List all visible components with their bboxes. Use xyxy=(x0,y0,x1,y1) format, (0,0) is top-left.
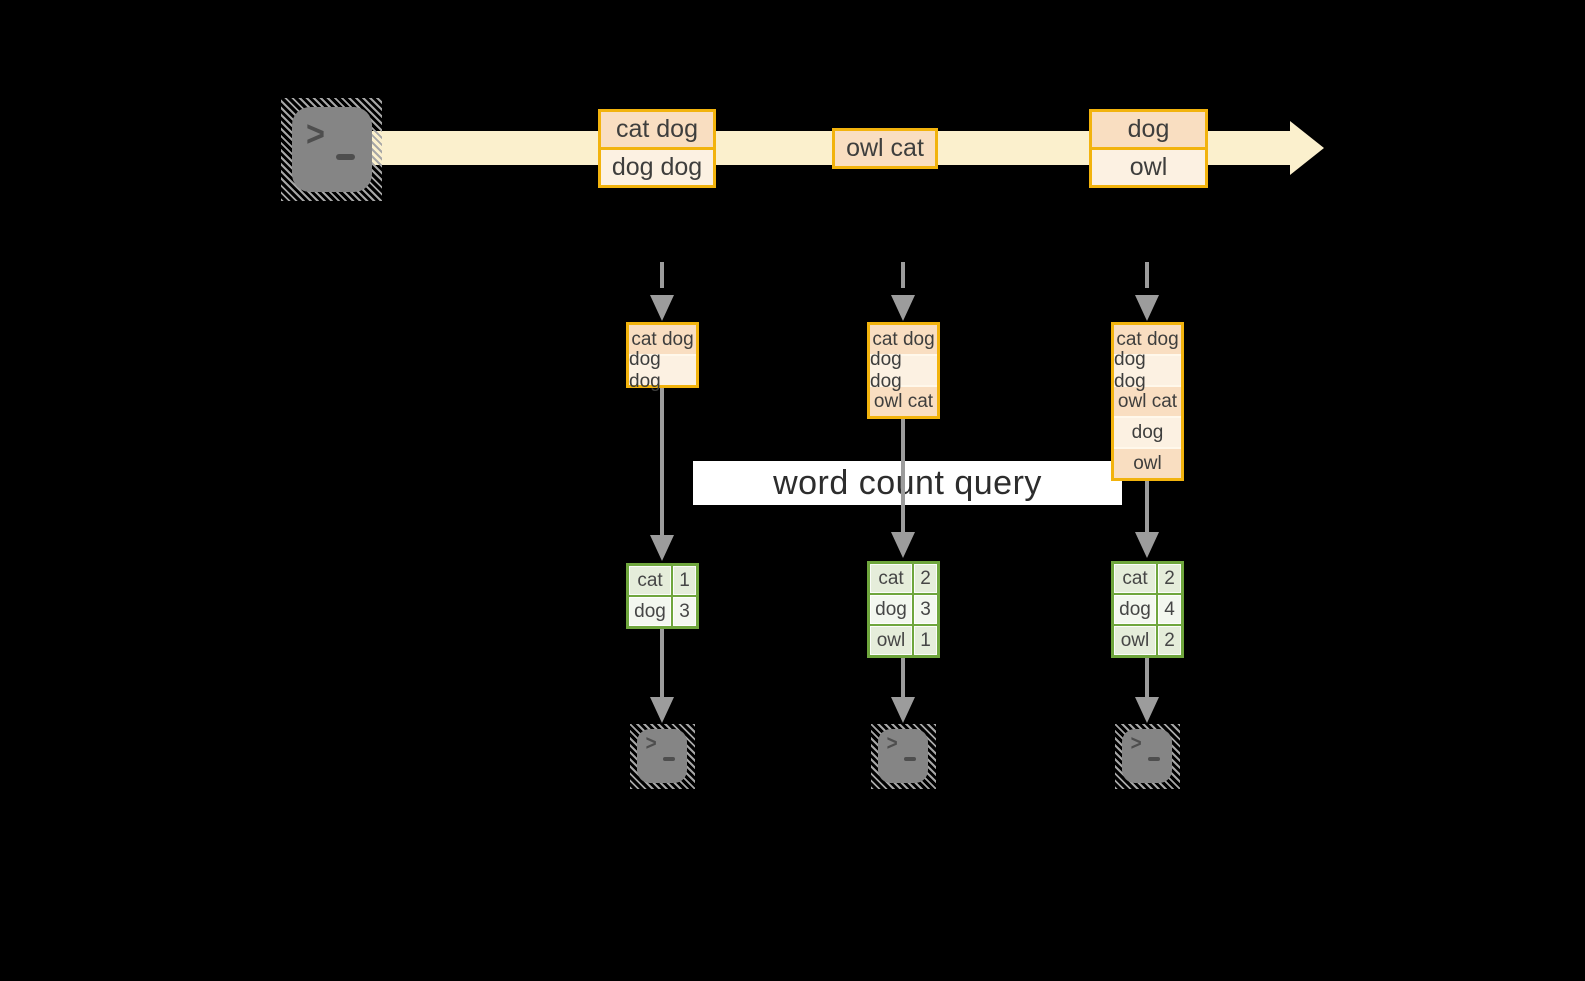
dashed-arrow-head-icon xyxy=(650,295,674,321)
count-word: cat xyxy=(870,564,912,593)
buffer-row: dog dog xyxy=(870,349,937,392)
count-value: 1 xyxy=(912,626,937,655)
count-value: 4 xyxy=(1156,595,1181,624)
dashed-arrow-line xyxy=(660,262,664,288)
count-word: cat xyxy=(1114,564,1156,593)
dashed-arrow-line xyxy=(901,262,905,288)
count-word: dog xyxy=(870,595,912,624)
buffer-row: owl cat xyxy=(870,385,937,416)
buffer-stack-1: cat dog dog dog xyxy=(626,322,699,392)
dashed-arrow-head-icon xyxy=(891,295,915,321)
count-word: dog xyxy=(1114,595,1156,624)
buffer-stack-3: cat dog dog dog owl cat dog owl xyxy=(1111,322,1184,481)
terminal-prompt-icon: > xyxy=(645,732,657,755)
terminal-screen: > xyxy=(878,729,928,783)
event-line: owl cat xyxy=(835,131,935,166)
stream-event-box-1: cat dog dog dog xyxy=(598,109,716,188)
terminal-cursor-icon xyxy=(336,154,355,160)
arrow-head-icon xyxy=(650,697,674,723)
count-value: 2 xyxy=(912,564,937,593)
stream-event-box-3: dog owl xyxy=(1089,109,1208,188)
arrow-line xyxy=(1145,658,1149,698)
sink-terminal-icon: > xyxy=(630,724,695,789)
terminal-prompt-icon: > xyxy=(886,732,898,755)
count-table-2: cat 2 dog 3 owl 1 xyxy=(867,561,940,658)
buffer-row: dog dog xyxy=(629,349,696,392)
buffer-row: owl xyxy=(1114,447,1181,478)
terminal-screen: > xyxy=(1122,729,1172,783)
terminal-cursor-icon xyxy=(663,757,675,761)
count-word: cat xyxy=(629,566,671,595)
buffer-stack-2: cat dog dog dog owl cat xyxy=(867,322,940,419)
count-value: 2 xyxy=(1156,626,1181,655)
count-table-1: cat 1 dog 3 xyxy=(626,563,699,629)
arrow-head-icon xyxy=(891,532,915,558)
count-value: 3 xyxy=(671,597,696,626)
event-line: dog xyxy=(1092,112,1205,147)
source-terminal-icon: > xyxy=(281,98,382,201)
buffer-row: cat dog xyxy=(1114,325,1181,354)
stream-event-box-2: owl cat xyxy=(832,128,938,169)
query-label: word count query xyxy=(773,463,1042,502)
query-label-band: word count query xyxy=(693,461,1122,505)
buffer-row: dog dog xyxy=(1114,349,1181,392)
count-word: dog xyxy=(629,597,671,626)
dashed-arrow-head-icon xyxy=(1135,295,1159,321)
terminal-prompt-icon: > xyxy=(1130,732,1142,755)
dashed-arrow-line xyxy=(1145,262,1149,288)
arrow-head-icon xyxy=(891,697,915,723)
sink-terminal-icon: > xyxy=(871,724,936,789)
sink-terminal-icon: > xyxy=(1115,724,1180,789)
arrow-line xyxy=(660,629,664,698)
arrow-line xyxy=(660,388,664,536)
arrow-line xyxy=(901,419,905,533)
buffer-row: dog xyxy=(1114,416,1181,447)
terminal-cursor-icon xyxy=(904,757,916,761)
buffer-row: cat dog xyxy=(870,325,937,354)
terminal-cursor-icon xyxy=(1148,757,1160,761)
arrow-line xyxy=(1145,481,1149,533)
count-value: 2 xyxy=(1156,564,1181,593)
terminal-screen: > xyxy=(292,107,372,192)
count-value: 3 xyxy=(912,595,937,624)
count-value: 1 xyxy=(671,566,696,595)
event-line: dog dog xyxy=(601,147,713,185)
terminal-screen: > xyxy=(637,729,687,783)
arrow-head-icon xyxy=(650,535,674,561)
event-line: owl xyxy=(1092,147,1205,185)
terminal-prompt-icon: > xyxy=(306,113,325,154)
count-word: owl xyxy=(870,626,912,655)
arrow-line xyxy=(901,658,905,698)
count-word: owl xyxy=(1114,626,1156,655)
arrow-head-icon xyxy=(1135,697,1159,723)
event-line: cat dog xyxy=(601,112,713,147)
arrow-head-icon xyxy=(1135,532,1159,558)
buffer-row: cat dog xyxy=(629,325,696,354)
count-table-3: cat 2 dog 4 owl 2 xyxy=(1111,561,1184,658)
stream-timeline-arrowhead-icon xyxy=(1290,121,1324,175)
buffer-row: owl cat xyxy=(1114,385,1181,416)
